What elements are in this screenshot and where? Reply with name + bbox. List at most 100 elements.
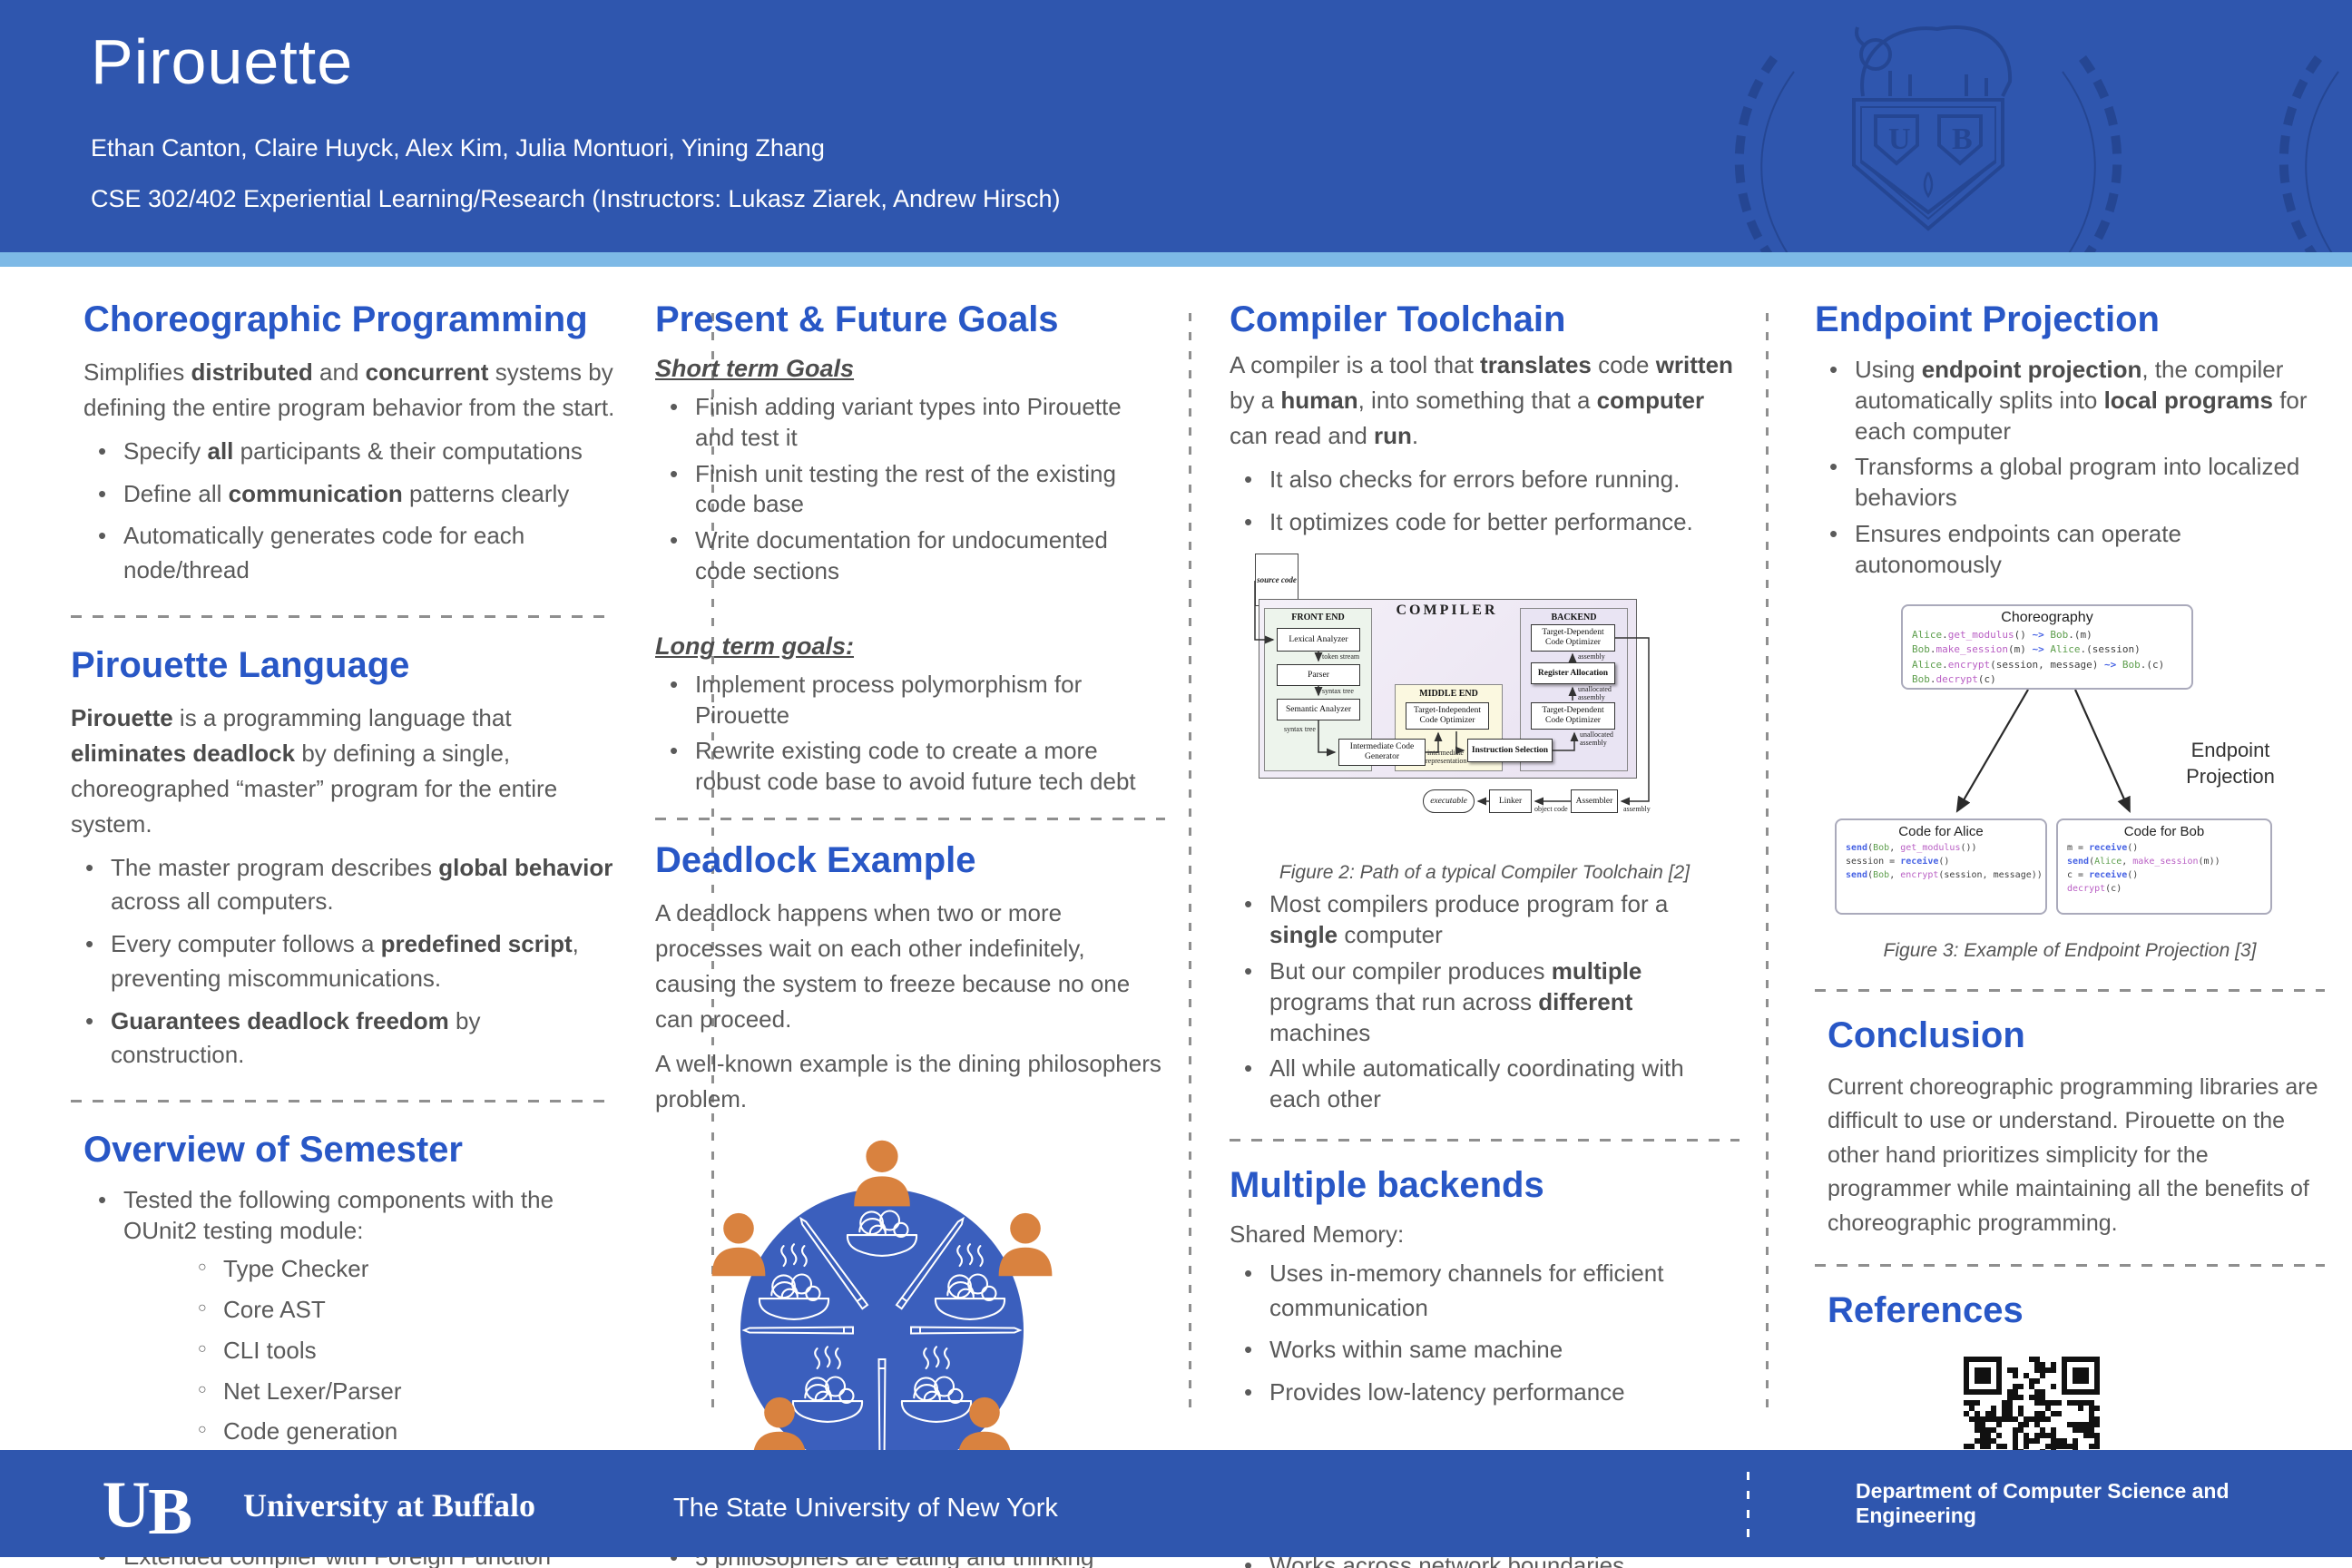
code-for-alice-title: Code for Alice	[1898, 823, 1984, 839]
source-code-doc-icon: source code	[1255, 554, 1298, 607]
column-3: Compiler Toolchain A compiler is a tool …	[1230, 299, 1740, 1568]
section-title-compiler-toolchain: Compiler Toolchain	[1230, 299, 1566, 339]
code-line: send(Bob, get_modulus())	[1846, 842, 1977, 853]
code-line: send(Alice, make_session(m))	[2067, 856, 2220, 867]
compiler-label: COMPILER	[1396, 603, 1498, 619]
label-unallocated-assembly-2: unallocated assembly	[1580, 730, 1613, 748]
separator	[1815, 1264, 2325, 1268]
code-line: m = receive()	[2067, 842, 2139, 853]
poster-course: CSE 302/402 Experiential Learning/Resear…	[91, 185, 1061, 212]
short-term-goals-bullets: Finish adding variant types into Pirouet…	[655, 392, 1165, 587]
code-for-bob-title: Code for Bob	[2123, 823, 2205, 839]
label-object-code: object code	[1534, 805, 1568, 814]
intermediate-code-generator-box: Intermediate Code Generator	[1338, 739, 1426, 767]
section-title-deadlock-example: Deadlock Example	[655, 839, 976, 880]
conclusion-text: Current choreographic programming librar…	[1828, 1073, 2318, 1236]
footer-divider	[1747, 1472, 1749, 1548]
section-title-references: References	[1828, 1290, 2024, 1331]
code-line: Alice.encrypt(session, message) ~> Bob.(…	[1912, 658, 2165, 671]
list-item: It optimizes code for better performance…	[1230, 505, 1740, 540]
list-item: Net Lexer/Parser	[191, 1375, 615, 1409]
column-1: Choreographic Programming Simplifies dis…	[71, 299, 615, 1568]
semantic-analyzer-box: Semantic Analyzer	[1277, 699, 1360, 721]
list-item: Code generation	[191, 1415, 615, 1449]
linker-box: Linker	[1489, 789, 1532, 814]
section-title-overview-of-semester: Overview of Semester	[83, 1129, 463, 1170]
target-dependent-optimizer-bottom-box: Target-Dependent Code Optimizer	[1531, 702, 1615, 730]
code-line: send(Bob, encrypt(session, message))	[1846, 869, 2043, 880]
compiler-toolchain-figure: source code COMPILER FRONT END MIDDLE EN…	[1230, 552, 1738, 853]
endpoint-projection-bullets: Using endpoint projection, the compiler …	[1815, 355, 2325, 581]
endpoint-label-line2: Projection	[2186, 765, 2275, 789]
compiler-bullets-2: Most compilers produce program for a sin…	[1230, 889, 1740, 1115]
backend-label: BACKEND	[1551, 612, 1597, 623]
list-item: But our compiler produces multiple progr…	[1230, 956, 1740, 1048]
register-allocation-box: Register Allocation	[1531, 662, 1615, 685]
separator	[71, 1099, 615, 1102]
figure3-caption: Figure 3: Example of Endpoint Projection…	[1883, 939, 2257, 961]
list-item: Specify all participants & their computa…	[83, 435, 615, 469]
footer-brand-name: University at Buffalo	[243, 1487, 535, 1524]
list-item: Rewrite existing code to create a more r…	[655, 736, 1165, 798]
svg-text:U: U	[1888, 122, 1911, 156]
ub-crest-watermark-partial-icon	[2278, 55, 2339, 252]
ub-crest-watermark-icon: U B	[1734, 25, 2122, 252]
list-item: Finish unit testing the rest of the exis…	[655, 459, 1165, 521]
code-for-alice-box: Code for Alice send(Bob, get_modulus())s…	[1835, 818, 2047, 915]
label-syntax-tree-1: syntax tree	[1322, 687, 1354, 696]
code-line: Alice.get_modulus() ~> Bob.(m)	[1912, 628, 2092, 641]
footer-banner	[0, 1450, 2352, 1557]
parser-box: Parser	[1277, 664, 1360, 687]
choreography-code: Alice.get_modulus() ~> Bob.(m) Bob.make_s…	[1903, 626, 2191, 693]
deadlock-paragraph-1: A deadlock happens when two or more proc…	[655, 898, 1131, 1033]
list-item: Tested the following components with the…	[83, 1185, 615, 1247]
column-2: Present & Future Goals Short term Goals …	[655, 299, 1165, 1568]
code-line: Bob.make_session(m) ~> Alice.(session)	[1912, 643, 2141, 656]
label-assembly-1: assembly	[1578, 652, 1605, 662]
section-title-choreographic-programming: Choreographic Programming	[83, 299, 588, 339]
section-title-pirouette-language: Pirouette Language	[71, 644, 410, 685]
middleend-label: MIDDLE END	[1419, 689, 1478, 700]
list-item: Transforms a global program into localiz…	[1815, 452, 2325, 514]
code-line: decrypt(c)	[2067, 883, 2122, 894]
endpoint-projection-figure: Choreography Alice.get_modulus() ~> Bob.…	[1815, 603, 2325, 965]
choreography-box: Choreography Alice.get_modulus() ~> Bob.…	[1901, 603, 2193, 693]
separator	[1230, 1138, 1740, 1142]
column-divider-1	[711, 313, 714, 1416]
footer-brand-tagline: The State University of New York	[673, 1494, 1058, 1523]
label-token-stream: token stream	[1322, 652, 1360, 662]
long-term-goals-bullets: Implement process polymorphism for Pirou…	[655, 670, 1165, 798]
endpoint-projection-label: Endpoint Projection	[2158, 737, 2303, 790]
compiler-bullets: It also checks for errors before running…	[1230, 463, 1740, 539]
short-term-goals-heading: Short term Goals	[655, 355, 855, 382]
list-item: Every computer follows a predefined scri…	[71, 927, 615, 995]
compiler-intro: A compiler is a tool that translates cod…	[1230, 351, 1733, 449]
alice-code: send(Bob, get_modulus())session = receiv…	[1837, 839, 2045, 887]
poster-authors: Ethan Canton, Claire Huyck, Alex Kim, Ju…	[91, 134, 825, 162]
svg-text:U: U	[103, 1479, 151, 1535]
list-item: All while automatically coordinating wit…	[1230, 1054, 1740, 1115]
pirouette-language-intro: Pirouette is a programming language that…	[71, 703, 558, 838]
column-divider-3	[1766, 313, 1769, 1416]
header-accent-stripe	[0, 252, 2352, 267]
choreographic-bullets: Specify all participants & their computa…	[83, 435, 615, 588]
lexical-analyzer-box: Lexical Analyzer	[1277, 628, 1360, 652]
list-item: Automatically generates code for each no…	[83, 519, 615, 587]
section-title-conclusion: Conclusion	[1828, 1014, 2025, 1055]
table-circle	[740, 1188, 1024, 1472]
section-title-endpoint-projection: Endpoint Projection	[1815, 299, 2160, 339]
list-item: Provides low-latency performance	[1230, 1376, 1740, 1410]
svg-text:B: B	[148, 1479, 192, 1535]
list-item: Using endpoint projection, the compiler …	[1815, 355, 2325, 446]
separator	[1815, 988, 2325, 992]
column-4: Endpoint Projection Using endpoint proje…	[1815, 299, 2325, 1497]
svg-text:B: B	[1952, 122, 1973, 156]
assembler-box: Assembler	[1571, 789, 1618, 814]
list-item: Guarantees deadlock freedom by construct…	[71, 1004, 615, 1073]
executable-box: executable	[1423, 789, 1475, 814]
poster-title: Pirouette	[91, 26, 354, 97]
separator	[71, 614, 615, 618]
list-item: Most compilers produce program for a sin…	[1230, 889, 1740, 951]
list-item: CLI tools	[191, 1334, 615, 1368]
